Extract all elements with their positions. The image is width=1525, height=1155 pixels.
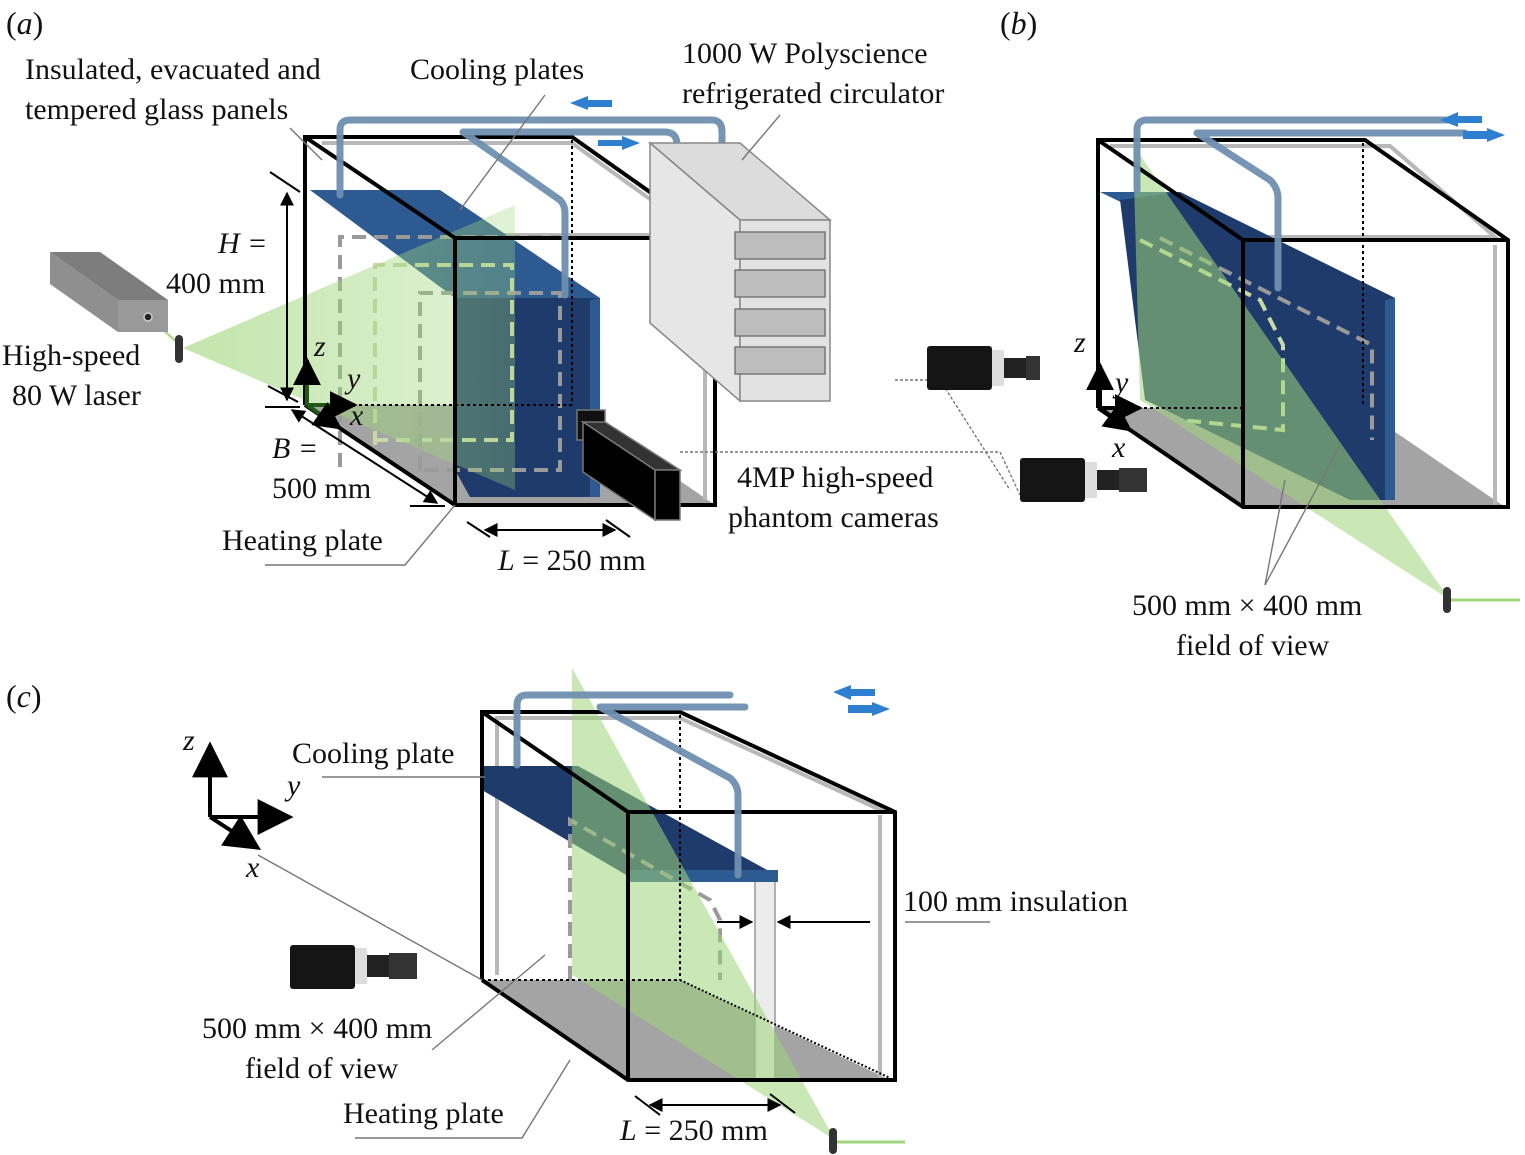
panel-a: (a)	[2, 5, 1021, 577]
cooling-plate-label-c: Cooling plate	[292, 737, 454, 770]
insulation-label-c: 100 mm insulation	[903, 885, 1128, 918]
flow-arrow-out-b	[1440, 112, 1482, 127]
length-label-a: L = 250 mm	[497, 544, 646, 577]
cooling-pipe-return-a	[336, 116, 726, 199]
laser-sheet-b	[1133, 145, 1450, 600]
axes-c	[192, 741, 294, 850]
glass-panels-label-line1: Insulated, evacuated and	[25, 53, 321, 86]
laser-label-line1: High-speed	[2, 339, 140, 372]
cooling-pipe-c	[513, 691, 749, 879]
axis-z-label-b: z	[1073, 326, 1086, 359]
axes-b	[1086, 362, 1143, 432]
heating-plate-label-a: Heating plate	[222, 524, 383, 557]
fov-label-line2-c: field of view	[245, 1052, 399, 1085]
flow-arrow-out-a	[570, 96, 612, 110]
axis-y-label-a: y	[344, 362, 361, 395]
panel-b-label: (b)	[1000, 5, 1037, 41]
length-label-c: L = 250 mm	[619, 1114, 768, 1147]
breadth-dimension-a	[290, 409, 439, 504]
refrigerated-circulator	[647, 141, 833, 403]
breadth-label-line2: 500 mm	[272, 472, 371, 505]
laser-label-line2: 80 W laser	[12, 379, 141, 412]
cooling-plates-label: Cooling plates	[410, 53, 584, 86]
cameras-label-line1: 4MP high-speed	[737, 461, 933, 494]
phantom-camera-a	[576, 409, 683, 522]
flow-arrow-out-c	[833, 685, 875, 700]
axis-x-label-b: x	[1111, 431, 1126, 464]
camera-c	[290, 945, 417, 989]
axis-z-label-a: z	[313, 330, 326, 363]
axis-z-label-c: z	[182, 724, 195, 757]
panel-b: (b) z y x	[927, 5, 1520, 662]
laser-device-a	[50, 252, 183, 363]
cooling-pipe-b	[1133, 116, 1469, 292]
axis-x-label-a: x	[349, 399, 364, 432]
panel-a-label: (a)	[6, 5, 43, 41]
flow-arrow-in-a	[598, 136, 640, 150]
laser-sheet-c	[572, 668, 835, 1140]
fov-label-line1-c: 500 mm × 400 mm	[202, 1012, 432, 1045]
cameras-label-line2: phantom cameras	[728, 501, 939, 534]
glass-panels-label-line2: tempered glass panels	[25, 93, 288, 126]
flow-arrow-in-b	[1463, 128, 1505, 142]
camera-top-b	[927, 346, 1040, 390]
height-label-line1: H =	[217, 227, 267, 260]
laser-lens-c	[829, 1128, 837, 1154]
fov-label-line2-b: field of view	[1176, 629, 1330, 662]
flow-arrow-in-c	[848, 702, 890, 716]
panel-c: (c)	[6, 668, 1128, 1154]
heating-plate-label-c: Heating plate	[343, 1097, 504, 1130]
axis-x-label-c: x	[245, 851, 260, 884]
height-label-line2: 400 mm	[166, 267, 265, 300]
panel-c-label: (c)	[6, 678, 42, 714]
axis-y-label-c: y	[284, 769, 301, 802]
laser-lens-b	[1443, 587, 1451, 613]
back-glass-a	[322, 141, 707, 237]
circulator-label-line2: refrigerated circulator	[682, 77, 944, 110]
axis-y-label-b: y	[1112, 366, 1129, 399]
camera-bottom-b	[1020, 458, 1147, 502]
fov-label-line1-b: 500 mm × 400 mm	[1132, 589, 1362, 622]
breadth-label-line1: B =	[272, 432, 318, 465]
circulator-label-line1: 1000 W Polyscience	[682, 37, 928, 70]
